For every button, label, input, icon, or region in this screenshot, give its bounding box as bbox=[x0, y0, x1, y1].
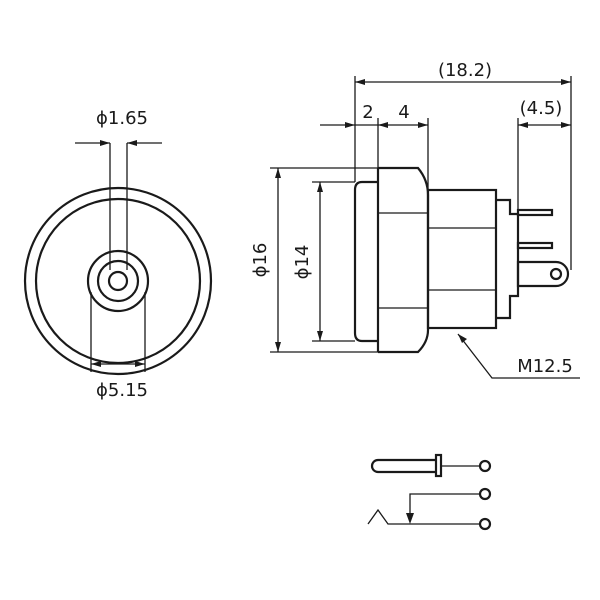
terminal-circle-3 bbox=[478, 517, 492, 531]
pin-circle bbox=[107, 270, 129, 292]
sleeve-arrow-right bbox=[135, 361, 145, 367]
terminal-lug-hole bbox=[549, 267, 563, 281]
hex-nut bbox=[378, 166, 430, 354]
pin-diameter-label: ϕ1.65 bbox=[96, 108, 148, 129]
sleeve-circle bbox=[86, 249, 150, 313]
flange-diameter-label: ϕ14 bbox=[292, 245, 313, 280]
rear-housing bbox=[496, 198, 520, 320]
terminal-length-label: (4.5) bbox=[520, 98, 563, 119]
terminal-lug bbox=[516, 260, 570, 288]
sleeve-arrow-left bbox=[91, 361, 101, 367]
sleeve-diameter-label: ϕ5.15 bbox=[96, 380, 148, 401]
pin-arrow-left bbox=[100, 140, 110, 146]
nut-arrow-right bbox=[418, 122, 428, 128]
phi16-arrow-top bbox=[275, 168, 281, 178]
schematic-pin bbox=[370, 458, 436, 474]
thread-leader-arrow bbox=[458, 334, 467, 343]
overall-arrow-left bbox=[355, 79, 365, 85]
pin-arrow-right bbox=[127, 140, 137, 146]
terminal-middle bbox=[516, 241, 554, 250]
terminal-arrow-right bbox=[561, 122, 571, 128]
sleeve-inner-circle bbox=[96, 259, 140, 303]
thread-leader bbox=[457, 333, 580, 379]
thread-label: M12.5 bbox=[517, 356, 573, 377]
phi16-arrow-bottom bbox=[275, 342, 281, 352]
phi14-arrow-bottom bbox=[317, 331, 323, 341]
phi14-arrow-top bbox=[317, 182, 323, 192]
side-view: (18.2) 2 4 (4.5) ϕ16 ϕ14 M12.5 bbox=[250, 60, 580, 379]
schematic-switch-wire bbox=[409, 493, 480, 520]
flange-arrow-right bbox=[378, 122, 388, 128]
nut-label: 4 bbox=[398, 102, 409, 123]
flange-arrow-left bbox=[345, 122, 355, 128]
terminal-circle-2 bbox=[478, 487, 492, 501]
threaded-body bbox=[426, 188, 498, 330]
terminal-circle-1 bbox=[478, 459, 492, 473]
flange-plate bbox=[353, 180, 378, 343]
terminal-arrow-left bbox=[518, 122, 528, 128]
schematic-switch-arrow bbox=[406, 513, 414, 524]
schematic-symbol bbox=[367, 453, 492, 531]
body-diameter-label: ϕ16 bbox=[250, 243, 271, 278]
outer-rim-circle bbox=[23, 186, 213, 376]
overall-arrow-right bbox=[561, 79, 571, 85]
inner-face-circle bbox=[34, 197, 202, 365]
schematic-pin-collar bbox=[434, 453, 443, 478]
flange-label: 2 bbox=[362, 102, 373, 123]
front-view: ϕ1.65 ϕ5.15 bbox=[23, 108, 213, 401]
schematic-sleeve-wire bbox=[367, 508, 480, 525]
overall-length-label: (18.2) bbox=[438, 60, 492, 81]
terminal-upper bbox=[516, 208, 554, 217]
